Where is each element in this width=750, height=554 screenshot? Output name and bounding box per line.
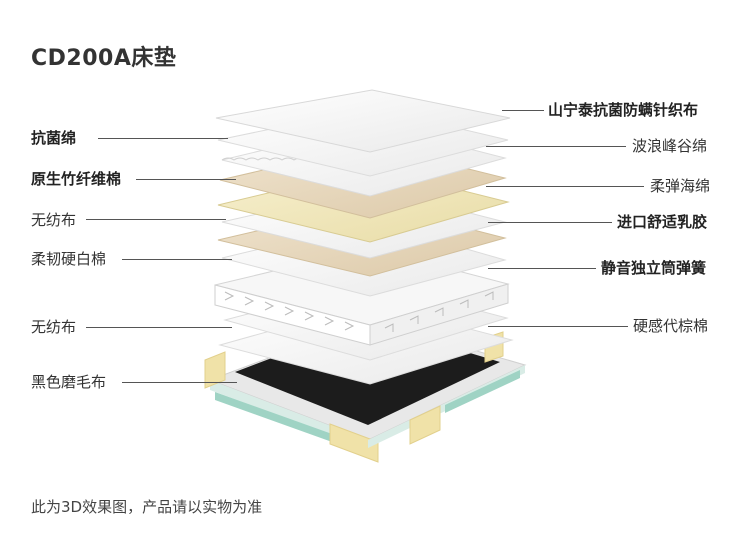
leader-line [86, 219, 226, 220]
leader-line [486, 146, 626, 147]
leader-line [136, 179, 236, 180]
left-label-black-brushed-cloth: 黑色磨毛布 [31, 373, 107, 391]
disclaimer-footer: 此为3D效果图，产品请以实物为准 [31, 498, 263, 516]
leader-line [86, 327, 232, 328]
left-label-antibacterial-cotton: 抗菌绵 [31, 129, 77, 147]
left-label-nonwoven-2: 无纺布 [31, 318, 77, 336]
leader-line [486, 186, 644, 187]
right-label-elastic-foam: 柔弹海绵 [650, 177, 711, 195]
leader-line [488, 222, 612, 223]
leader-line [488, 268, 596, 269]
leader-line [122, 259, 232, 260]
left-label-nonwoven-1: 无纺布 [31, 211, 77, 229]
left-label-bamboo-fiber: 原生竹纤维棉 [31, 170, 122, 188]
leader-line [488, 326, 628, 327]
right-label-hard-palm-cotton: 硬感代棕棉 [633, 317, 709, 335]
right-label-pocket-springs: 静音独立筒弹簧 [601, 259, 707, 277]
leader-line [122, 382, 237, 383]
page-title: CD200A床垫 [31, 46, 177, 71]
right-label-wave-foam: 波浪峰谷绵 [632, 137, 708, 155]
leader-line [502, 110, 544, 111]
right-label-knit-fabric: 山宁泰抗菌防螨针织布 [548, 101, 699, 119]
leader-line [98, 138, 228, 139]
left-label-soft-white-cotton: 柔韧硬白棉 [31, 250, 107, 268]
right-label-latex: 进口舒适乳胶 [617, 213, 708, 231]
